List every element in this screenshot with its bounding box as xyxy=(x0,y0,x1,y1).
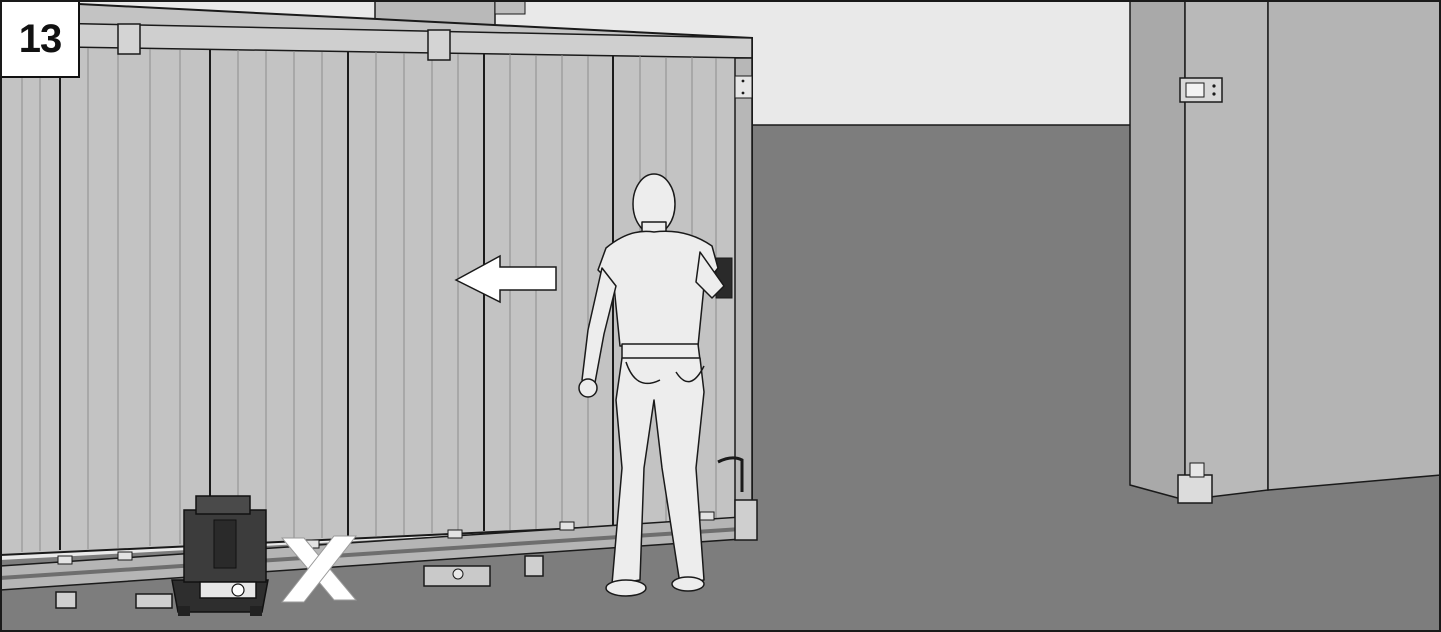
gate-motor xyxy=(172,496,268,616)
gate-pillar xyxy=(1130,0,1441,503)
floor-stop xyxy=(1178,475,1212,503)
step-number-badge: 13 xyxy=(2,2,80,78)
